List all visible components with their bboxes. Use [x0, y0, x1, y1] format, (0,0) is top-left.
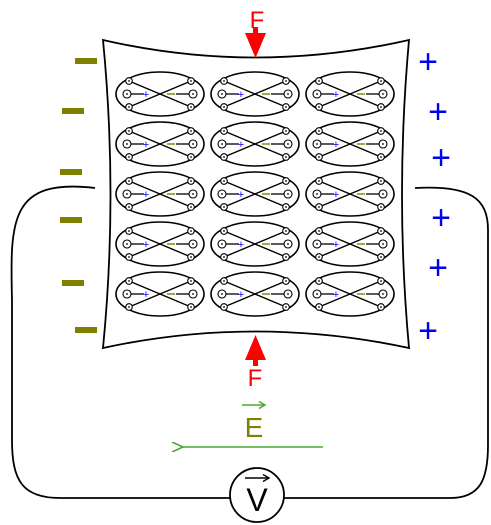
voltmeter	[229, 467, 285, 523]
positive-charge: +	[428, 249, 448, 287]
force-label-top: F	[250, 7, 265, 34]
field-label: E	[245, 412, 264, 443]
unit-cell: +	[115, 71, 205, 117]
cell-positive-mark: +	[333, 139, 339, 151]
cell-positive-mark: +	[143, 239, 149, 251]
unit-cell: +	[305, 221, 395, 267]
unit-cell: +	[210, 121, 300, 167]
circuit-wire	[10, 185, 489, 499]
negative-charges	[60, 58, 97, 333]
unit-cell: +	[305, 171, 395, 217]
negative-charge	[62, 108, 84, 114]
unit-cell: +	[305, 271, 395, 317]
unit-cell: +	[115, 271, 205, 317]
cell-positive-mark: +	[238, 139, 244, 151]
cell-positive-mark: +	[143, 89, 149, 101]
negative-charge	[75, 58, 97, 64]
negative-charge	[75, 327, 97, 333]
positive-charge: +	[418, 312, 438, 350]
positive-charge: +	[431, 139, 451, 177]
field-vector-icon	[242, 400, 267, 410]
cell-positive-mark: +	[333, 189, 339, 201]
positive-charge: +	[431, 199, 451, 237]
negative-charge	[60, 217, 82, 223]
unit-cell: +	[210, 221, 300, 267]
force-arrow-top	[245, 27, 266, 58]
cell-positive-mark: +	[238, 239, 244, 251]
cell-positive-mark: +	[143, 189, 149, 201]
negative-charge	[60, 169, 82, 175]
cell-positive-mark: +	[238, 89, 244, 101]
positive-charges: + + + + + +	[418, 43, 451, 350]
force-arrow-bottom	[245, 335, 266, 366]
positive-charge: +	[428, 93, 448, 131]
cell-positive-mark: +	[143, 139, 149, 151]
cell-positive-mark: +	[333, 89, 339, 101]
positive-charge: +	[418, 43, 438, 81]
cell-positive-mark: +	[143, 289, 149, 301]
cell-positive-mark: +	[238, 189, 244, 201]
unit-cell: +	[210, 71, 300, 117]
cell-positive-mark: +	[333, 239, 339, 251]
unit-cell: +	[115, 221, 205, 267]
cell-positive-mark: +	[238, 289, 244, 301]
unit-cell: +	[305, 71, 395, 117]
cell-positive-mark: +	[333, 289, 339, 301]
voltmeter-label: V	[246, 482, 268, 518]
force-label-bottom: F	[248, 365, 263, 392]
unit-cell: +	[210, 171, 300, 217]
unit-cell: +	[115, 121, 205, 167]
unit-cell-grid: + + + + + + + + + + + + + + +	[115, 71, 395, 317]
unit-cell: +	[115, 171, 205, 217]
unit-cell: +	[305, 121, 395, 167]
unit-cell: +	[210, 271, 300, 317]
voltage-vector-icon	[245, 473, 271, 483]
negative-charge	[62, 280, 84, 286]
